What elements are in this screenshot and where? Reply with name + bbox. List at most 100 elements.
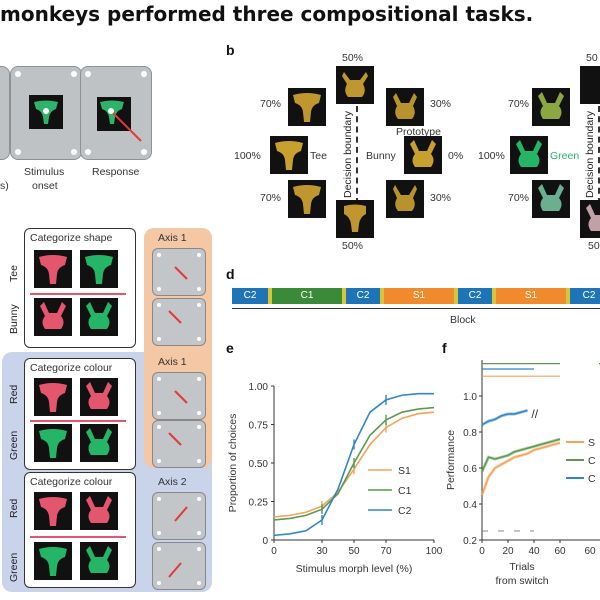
b-stim-bunny	[404, 136, 442, 174]
b-pct-70-top: 70%	[260, 98, 282, 110]
tee-stimulus-icon	[34, 100, 58, 124]
b-right-stim-bottom	[580, 200, 600, 238]
e-y-tick-label: 0.75	[249, 421, 269, 432]
f-legend-label: C	[588, 473, 596, 485]
stim-green-tee-2	[34, 424, 72, 462]
b-boundary-label: Decision boundary	[342, 111, 354, 198]
f-y-tick-label: 1.0	[463, 392, 477, 403]
monitor-response	[80, 66, 152, 160]
task-shape-row2: Bunny	[8, 304, 20, 334]
e-y-tick-label: 0.50	[249, 459, 269, 470]
f-x-tick-label: 20	[502, 546, 514, 557]
axis1-response-top	[152, 248, 206, 296]
b-right-stim-green	[510, 136, 548, 174]
f-y-tick-label: 0.6	[463, 464, 477, 475]
b-bunny: Bunny	[366, 150, 396, 162]
block-label: Block	[450, 314, 476, 326]
stim-green-bunny-3	[80, 542, 118, 580]
f-x-tick-label: 60	[554, 546, 566, 557]
axis1-response-bottom-b	[152, 420, 206, 468]
f-x-tick-label: 0	[479, 546, 485, 557]
e-x-tick-label: 70	[380, 546, 392, 557]
b-stim-bottom	[336, 200, 374, 238]
b-stim-30-bot	[386, 180, 424, 218]
task-colour-header-2: Categorize colour	[30, 476, 113, 488]
block-segment-c2: C2	[232, 288, 268, 304]
e-x-tick-label: 100	[426, 546, 443, 557]
axis1-response-bottom	[152, 298, 206, 346]
stim-green-tee	[80, 250, 118, 288]
panel-d-letter: d	[226, 266, 235, 282]
block-segment-c2: C2	[346, 288, 380, 304]
block-separator	[342, 288, 346, 304]
stim-green-bunny	[80, 298, 118, 336]
block-segment-c2: C2	[570, 288, 600, 304]
b-pct-30-bot: 30%	[430, 192, 452, 204]
axis1-label-a: Axis 1	[158, 232, 187, 244]
task-shape-row1: Tee	[8, 265, 20, 282]
e-y-label: Proportion of choices	[227, 414, 239, 513]
b-stim-30-top	[386, 88, 424, 126]
stim-red-tee	[34, 250, 72, 288]
response-arrow-icon	[100, 100, 142, 142]
e-y-tick-label: 1.00	[249, 382, 269, 393]
e-legend-label: C1	[398, 485, 412, 497]
e-legend-label: S1	[398, 465, 411, 477]
b-right-stim-70-bot	[532, 180, 570, 218]
block-segment-s1: S1	[496, 288, 566, 304]
label-onset: onset	[32, 180, 58, 192]
f-y-tick-label: 0.4	[463, 500, 477, 511]
block-segment-c2: C2	[458, 288, 492, 304]
divider-line-3	[30, 536, 126, 538]
block-separator	[454, 288, 458, 304]
block-separator	[492, 288, 496, 304]
f-legend-label: C	[588, 455, 596, 467]
label-stimulus: Stimulus	[24, 166, 65, 178]
f-series-s1	[481, 442, 561, 496]
f-y-tick-label: 0.2	[463, 536, 477, 547]
b-right-50-bot: 50	[588, 240, 600, 252]
f-x-tick-label: 60	[584, 546, 596, 557]
task-colour-row1-b: Red	[8, 498, 20, 518]
b-pct-100: 100%	[234, 150, 261, 162]
task-colour-row2-b: Green	[8, 552, 20, 582]
b-prototype: Prototype	[396, 126, 441, 138]
e-y-tick-label: 0	[262, 536, 268, 547]
b-stim-top	[336, 66, 374, 104]
f-x-label-2: from switch	[495, 575, 548, 587]
b-pct-70-bot: 70%	[260, 192, 282, 204]
b-boundary-line	[356, 106, 358, 204]
divider-line	[30, 293, 126, 295]
e-x-label: Stimulus morph level (%)	[296, 563, 413, 575]
label-response: Response	[92, 166, 140, 178]
block-segment-s1: S1	[384, 288, 454, 304]
b-right-stim-top	[580, 66, 600, 104]
block-separator	[268, 288, 272, 304]
b-right-stim-70-top	[532, 88, 570, 126]
axis2-response-top	[152, 492, 206, 540]
f-series-c1	[481, 438, 561, 472]
f-series-c2	[481, 409, 528, 426]
b-pct-30-top: 30%	[430, 98, 452, 110]
task-colour-row2-a: Green	[8, 430, 20, 460]
f-x-tick-label: 40	[528, 546, 540, 557]
b-pct-top: 50%	[342, 52, 364, 64]
e-y-tick-label: 0.25	[249, 498, 269, 509]
b-right-70-top: 70%	[508, 98, 530, 110]
e-x-tick-label: 50	[348, 546, 360, 557]
block-axis-line	[232, 308, 600, 309]
e-legend-label: C2	[398, 505, 412, 517]
divider-line-2	[30, 420, 126, 422]
f-y-label: Performance	[445, 430, 457, 490]
stim-green-tee-3	[34, 542, 72, 580]
stim-green-bunny-2	[80, 424, 118, 462]
axis2-response-bottom	[152, 542, 206, 590]
f-axis-break: //	[531, 407, 538, 421]
b-stim-tee	[270, 136, 308, 174]
axis2-label: Axis 2	[158, 476, 187, 488]
panel-e-letter: e	[226, 340, 234, 356]
panel-b-letter: b	[226, 42, 235, 58]
label-s: s)	[0, 180, 9, 192]
